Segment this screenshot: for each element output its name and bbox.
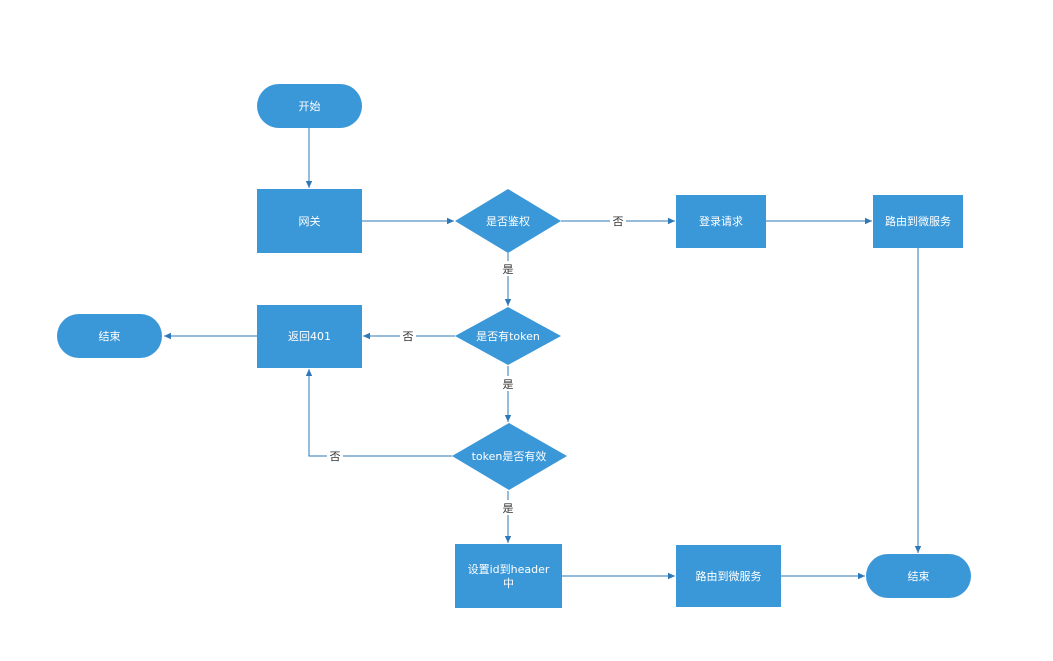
- has-token-decision-shape: [455, 307, 561, 365]
- route-bottom-label: 路由到微服务: [696, 569, 762, 583]
- set-id-process-shape: [455, 544, 562, 608]
- return401-label: 返回401: [288, 330, 331, 343]
- need-auth-decision-shape: [455, 189, 561, 253]
- edge-labels: 否 是 否 是 否 是: [327, 213, 626, 515]
- has-token-label: 是否有token: [476, 329, 540, 343]
- node-end-left: 结束: [57, 314, 162, 358]
- node-token-valid: token是否有效: [452, 423, 567, 490]
- edge-label-valid: 是: [503, 502, 514, 515]
- node-need-auth: 是否鉴权: [455, 189, 561, 253]
- end-right-label: 结束: [908, 570, 930, 583]
- end-right-terminal-shape: [866, 554, 971, 598]
- end-left-terminal-shape: [57, 314, 162, 358]
- edge-label-yes-token: 是: [503, 378, 514, 391]
- node-route-top: 路由到微服务: [873, 195, 963, 248]
- set-id-label-line2: 中: [503, 577, 514, 590]
- route-bottom-process-shape: [676, 545, 781, 607]
- set-id-label-line1: 设置id到header: [468, 563, 550, 576]
- edge-label-yes-auth: 是: [503, 263, 514, 276]
- edge-label-invalid: 否: [330, 450, 341, 463]
- node-gateway: 网关: [257, 189, 362, 253]
- login-process-shape: [676, 195, 766, 248]
- return401-process-shape: [257, 305, 362, 368]
- start-terminal-shape: [257, 84, 362, 128]
- need-auth-label: 是否鉴权: [486, 215, 530, 228]
- node-return401: 返回401: [257, 305, 362, 368]
- node-set-id: 设置id到header 中: [455, 544, 562, 608]
- token-valid-decision-shape: [452, 423, 567, 490]
- route-top-process-shape: [873, 195, 963, 248]
- token-valid-label: token是否有效: [472, 449, 547, 463]
- route-top-label: 路由到微服务: [885, 214, 951, 228]
- node-has-token: 是否有token: [455, 307, 561, 365]
- edge-label-no-token: 否: [403, 330, 414, 343]
- edge-token-valid-to-return401: [305, 369, 452, 457]
- node-route-bottom: 路由到微服务: [676, 545, 781, 607]
- node-end-right: 结束: [866, 554, 971, 598]
- start-label: 开始: [299, 99, 321, 113]
- gateway-label: 网关: [299, 214, 321, 228]
- node-login: 登录请求: [676, 195, 766, 248]
- end-left-label: 结束: [99, 330, 121, 343]
- gateway-process-shape: [257, 189, 362, 253]
- login-label: 登录请求: [699, 214, 743, 228]
- node-start: 开始: [257, 84, 362, 128]
- edge-label-no-auth: 否: [613, 215, 624, 228]
